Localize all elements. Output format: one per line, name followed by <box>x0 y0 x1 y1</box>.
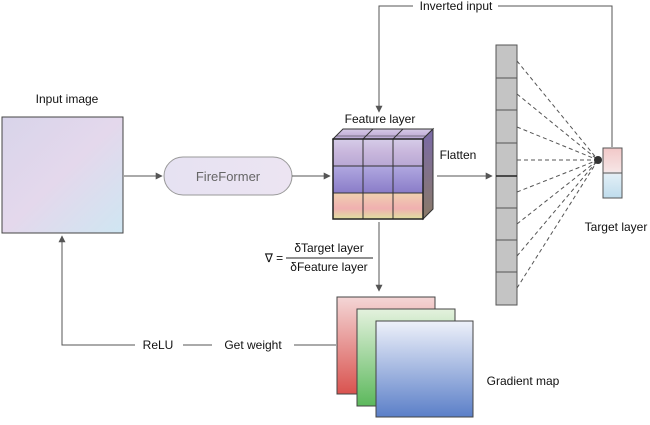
inverted-input-label: Inverted input <box>420 0 493 13</box>
gradient-numerator: δTarget layer <box>294 241 363 255</box>
inverted-input-line-left <box>375 5 413 113</box>
gradient-map-label: Gradient map <box>487 374 560 388</box>
gradient-map-blue <box>375 320 474 418</box>
arrow-relu-to-input <box>58 235 135 346</box>
input-image-label: Input image <box>36 92 99 106</box>
target-layer-label: Target layer <box>585 220 648 234</box>
flatten-vector-icon <box>495 44 518 306</box>
dense-connections <box>516 60 599 289</box>
connection-node <box>594 156 602 164</box>
relu-label: ReLU <box>143 338 174 352</box>
flatten-label: Flatten <box>440 148 477 162</box>
gradient-denominator: δFeature layer <box>290 260 367 274</box>
gradient-map-stack <box>336 296 474 418</box>
input-image <box>1 116 124 234</box>
get-weight-label: Get weight <box>224 338 282 352</box>
inverted-input-line-right <box>498 5 613 147</box>
gradient-operator: ∇ = <box>264 251 283 265</box>
feature-layer-label: Feature layer <box>345 112 416 126</box>
fireformer-label: FireFormer <box>196 169 261 184</box>
feature-cube-icon <box>331 127 435 221</box>
